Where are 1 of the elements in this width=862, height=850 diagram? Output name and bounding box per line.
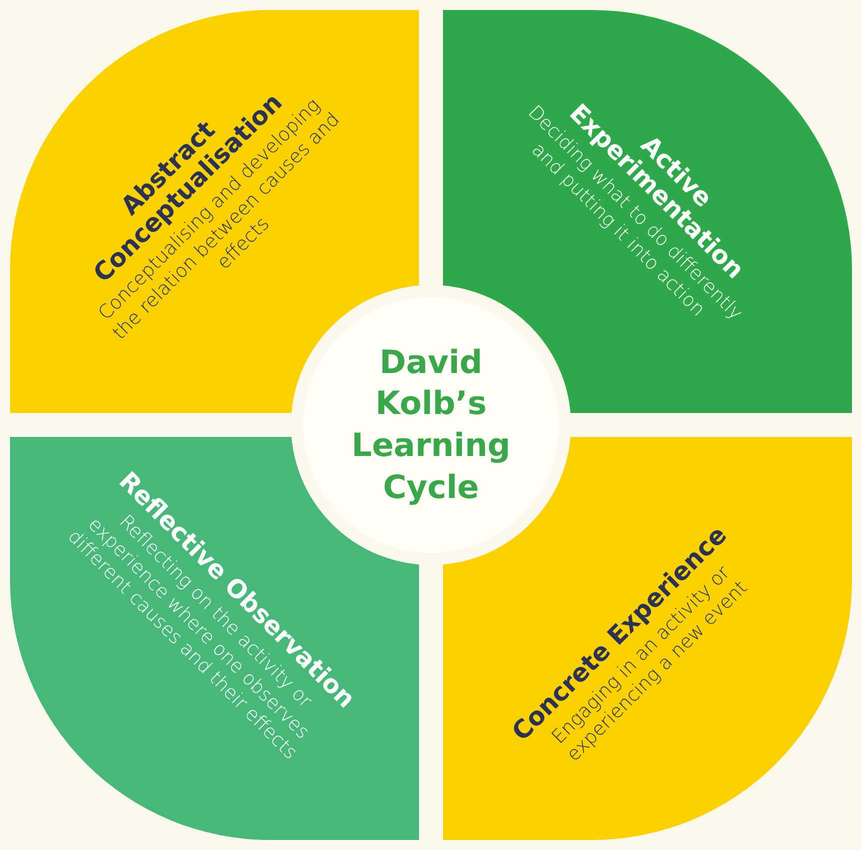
cycle-title: David Kolb’s Learning Cycle [350, 342, 512, 508]
